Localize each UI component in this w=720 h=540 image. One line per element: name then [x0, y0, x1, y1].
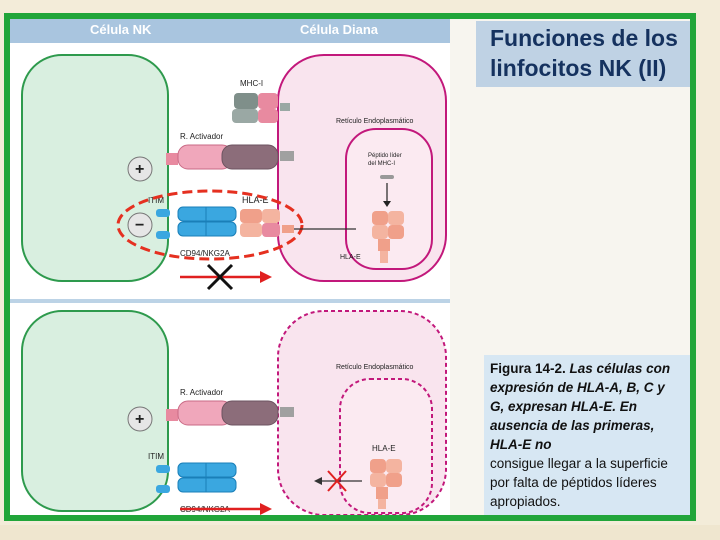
slide-title-line1: Funciones de los — [490, 25, 678, 51]
caption-line5: HLA-E no — [490, 437, 552, 452]
diagram-svg: MHC-I R. Activador + − ITIM — [10, 43, 450, 515]
slide-title-box: Funciones de los linfocitos NK (II) — [476, 21, 690, 87]
hla-e-er-bottom — [370, 459, 402, 509]
caption-line3: G, expresan HLA-E. En — [490, 399, 638, 414]
er-label-top: Retículo Endoplasmático — [336, 118, 414, 125]
figure-diagram: Célula NK Célula Diana MHC-I — [10, 19, 450, 515]
plus-sign-bottom — [127, 406, 153, 432]
signal-arrowhead-top — [260, 271, 272, 283]
er-bottom — [339, 378, 433, 514]
cd94-receptor-top — [156, 206, 237, 239]
itim-label-top: ITIM — [148, 196, 164, 205]
hla-e-er — [372, 211, 404, 263]
activator-label-top: R. Activador — [180, 132, 223, 141]
caption-line6: consigue llegar a la superficie — [490, 456, 668, 471]
caption-line8: apropiados. — [490, 494, 561, 509]
hla-e-er-label: HLA-E — [340, 254, 361, 261]
mhc-i-molecule — [232, 93, 290, 123]
plus-sign-top — [127, 156, 153, 182]
hla-e-label-top: HLA-E — [242, 195, 269, 205]
export-arrowhead-bottom — [314, 477, 322, 485]
caption-line7: por falta de péptidos líderes — [490, 475, 657, 490]
export-x-2 — [327, 470, 347, 492]
highlight-ellipse — [116, 189, 304, 261]
activator-receptor-top — [166, 144, 294, 170]
mhc-i-label: MHC-I — [240, 79, 263, 88]
nk-cell-header: Célula NK — [90, 22, 152, 37]
activator-label-bottom: R. Activador — [180, 388, 223, 397]
caption-line1: Figura 14-2. Las células con — [490, 361, 670, 376]
slide-bottom-strip — [0, 525, 720, 540]
leader-peptide — [380, 175, 394, 179]
peptide-arrowhead — [383, 201, 391, 207]
itim-label-bottom: ITIM — [148, 452, 164, 461]
figure-caption: Figura 14-2. Las células con expresión d… — [484, 355, 690, 515]
cd94-receptor-bottom — [156, 462, 237, 493]
minus-label-top: − — [135, 217, 144, 234]
slide-frame: Célula NK Célula Diana MHC-I — [4, 13, 696, 521]
minus-sign-top — [127, 212, 153, 238]
caption-line4: ausencia de las primeras, — [490, 418, 655, 433]
plus-label-top: + — [135, 161, 144, 178]
peptide-label-1: Péptido líder — [368, 153, 402, 159]
activator-receptor-bottom — [166, 400, 294, 426]
block-x-2 — [206, 263, 234, 291]
panel-divider — [10, 299, 450, 303]
signal-arrowhead-bottom — [260, 503, 272, 515]
caption-line1-rest: Las células con — [569, 361, 671, 376]
cd94-label-top: CD94/NKG2A — [180, 249, 230, 258]
figure-header: Célula NK Célula Diana — [10, 19, 450, 43]
er-label-bottom: Retículo Endoplasmático — [336, 364, 414, 371]
plus-label-bottom: + — [135, 411, 144, 428]
target-cell-header: Célula Diana — [300, 22, 379, 37]
hla-e-label-bottom: HLA-E — [372, 444, 396, 453]
hla-e-surface — [240, 209, 294, 237]
caption-fig-number: Figura 14-2. — [490, 361, 566, 376]
peptide-label-2: del MHC-I — [368, 161, 395, 167]
slide-title-line2: linfocitos NK (II) — [490, 55, 667, 81]
er-top — [345, 128, 433, 270]
caption-line2: expresión de HLA-A, B, C y — [490, 380, 665, 395]
